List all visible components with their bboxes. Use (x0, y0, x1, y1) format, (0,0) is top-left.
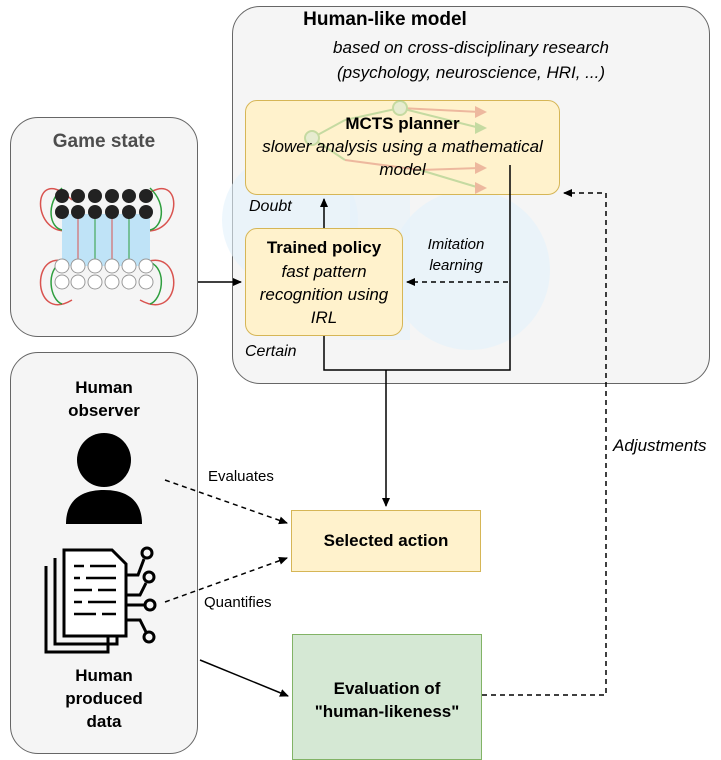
data-document-icon (44, 546, 157, 654)
mcts-desc-1: slower analysis using a mathematical (262, 137, 543, 156)
data-label-1: Human (75, 666, 133, 685)
mcts-desc-2: model (379, 160, 426, 179)
evaluation-box (292, 634, 482, 760)
mcts-planner-box (245, 100, 560, 195)
selected-action-label: Selected action (323, 531, 449, 550)
evaluation-label-1: Evaluation of (333, 679, 441, 698)
game-board-icon (39, 187, 175, 306)
certain-label: Certain (245, 343, 297, 360)
model-subtitle-2: (psychology, neuroscience, HRI, ...) (336, 63, 605, 82)
data-label-3: data (86, 712, 122, 731)
selected-action-box (291, 510, 481, 572)
person-icon (66, 433, 142, 524)
policy-desc-2: recognition using (259, 285, 389, 304)
evaluates-label: Evaluates (208, 468, 274, 485)
mcts-title: MCTS planner (345, 114, 460, 133)
trained-policy-box (245, 228, 403, 336)
model-title: Human-like model (303, 9, 467, 30)
adjustments-label: Adjustments (613, 436, 707, 455)
adjustments-arrow (482, 189, 607, 696)
quantifies-arrow (164, 556, 288, 603)
observer-label-1: Human (75, 378, 133, 397)
observer-label-2: observer (68, 401, 140, 420)
quantifies-label: Quantifies (204, 594, 272, 611)
evaluates-arrow (164, 479, 288, 525)
policy-title: Trained policy (266, 238, 382, 257)
model-subtitle-1: based on cross-disciplinary research (333, 38, 609, 57)
evaluation-label-2: "human-likeness" (314, 702, 460, 721)
merge-connector (323, 165, 511, 371)
imitation-label-2: learning (429, 257, 483, 274)
game-state-title: Game state (52, 131, 156, 152)
policy-desc-1: fast pattern (281, 262, 367, 281)
policy-desc-3: IRL (310, 308, 338, 327)
imitation-label-1: Imitation (427, 236, 485, 253)
data-arrow (199, 659, 289, 697)
doubt-label: Doubt (249, 198, 292, 215)
mcts-tree-graphic (304, 100, 487, 194)
data-label-2: produced (65, 689, 143, 708)
